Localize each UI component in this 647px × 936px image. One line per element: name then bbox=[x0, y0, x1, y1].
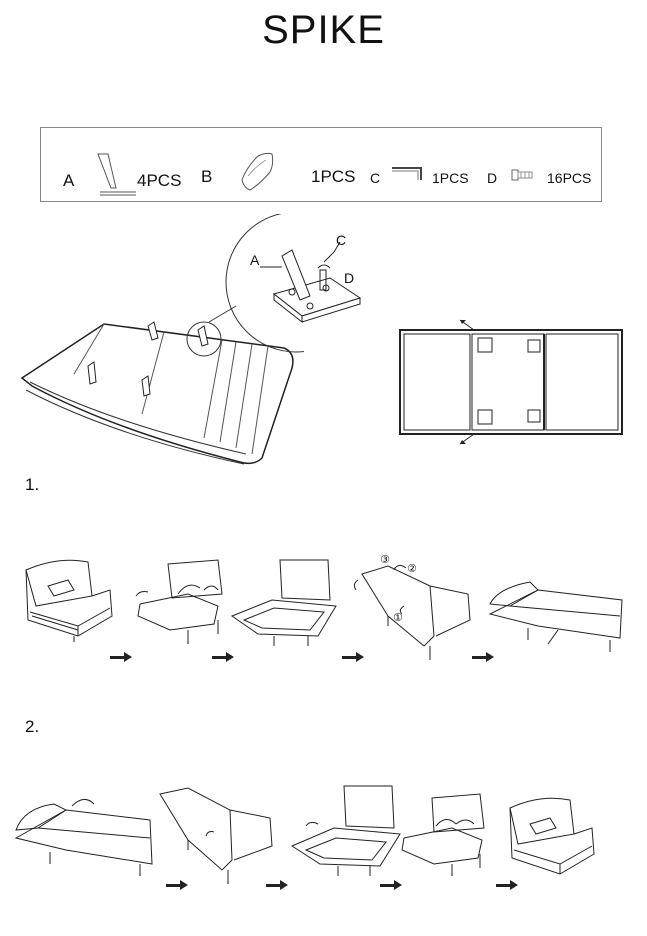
screw-icon bbox=[511, 168, 535, 182]
allen-key-icon bbox=[391, 166, 425, 184]
detail-label-a: A bbox=[250, 252, 260, 268]
detail-label-d: D bbox=[344, 270, 355, 286]
leg-detail-view: A C D bbox=[240, 212, 390, 352]
page-title: SPIKE bbox=[262, 8, 385, 52]
step-1-sequence bbox=[18, 550, 638, 662]
circled-two: ② bbox=[407, 563, 417, 575]
step-2-sequence bbox=[10, 780, 630, 890]
part-d-letter: D bbox=[487, 170, 498, 186]
detail-label-c: C bbox=[336, 232, 347, 248]
part-b-qty: 1PCS bbox=[311, 167, 356, 186]
part-c-qty: 1PCS bbox=[432, 170, 469, 186]
part-b-letter: B bbox=[201, 167, 213, 186]
pillow-icon bbox=[236, 150, 280, 194]
parts-list: A 4PCS B 1PCS C 1PCS D 16PCS bbox=[40, 127, 602, 202]
part-d-qty: 16PCS bbox=[547, 170, 592, 186]
part-a-letter: A bbox=[63, 171, 75, 190]
step-1-number: 1. bbox=[25, 475, 40, 494]
circled-one: ① bbox=[393, 612, 403, 624]
hinge-top-view bbox=[396, 318, 626, 446]
leg-assembly-illustration bbox=[14, 214, 304, 466]
step-2-number: 2. bbox=[25, 717, 40, 736]
part-a-qty: 4PCS bbox=[137, 171, 182, 190]
sofa-leg-icon bbox=[96, 152, 141, 198]
part-c-letter: C bbox=[370, 170, 381, 186]
circled-three: ③ bbox=[380, 554, 390, 566]
